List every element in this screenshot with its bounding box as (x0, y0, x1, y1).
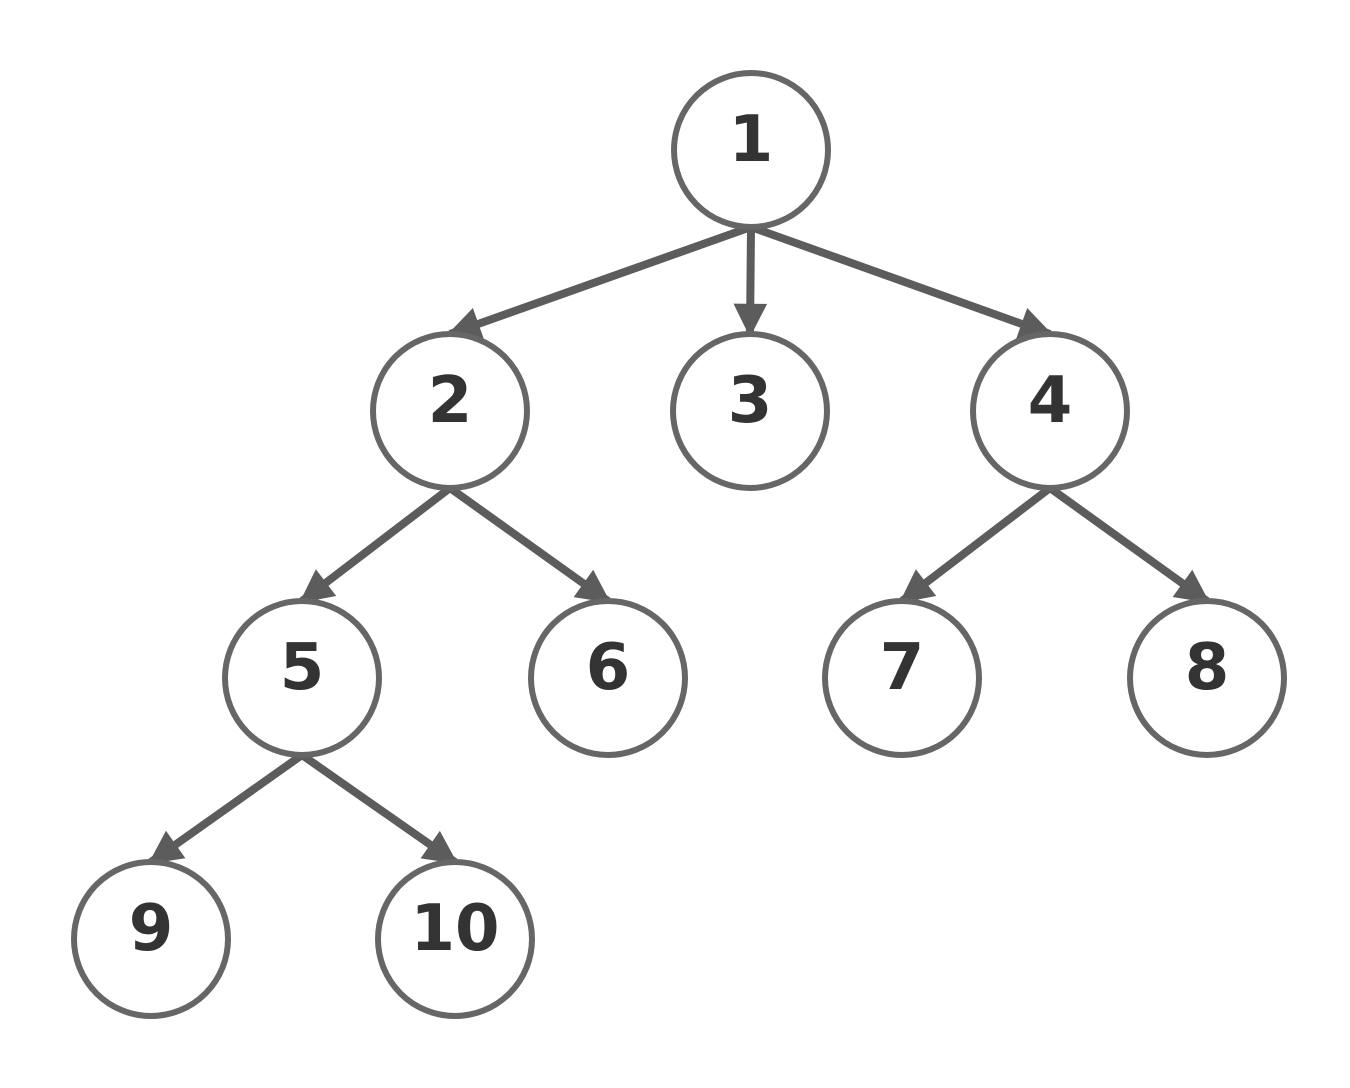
edge-4-7 (899, 484, 1053, 605)
node-label-3: 3 (728, 364, 773, 438)
node-circle-10 (375, 859, 535, 1019)
node-label-2: 2 (428, 364, 473, 438)
node-circle-9 (71, 859, 231, 1019)
edge-4-8 (1047, 484, 1210, 605)
edge-1-4 (749, 223, 1054, 340)
node-circle-1 (671, 70, 831, 230)
node-circle-7 (822, 598, 982, 758)
tree-node-9: 9 (71, 859, 231, 1019)
edge-5-9 (148, 751, 305, 866)
node-circle-4 (970, 331, 1130, 491)
node-circle-8 (1127, 598, 1287, 758)
node-label-10: 10 (410, 892, 499, 966)
node-label-8: 8 (1185, 631, 1230, 705)
node-circle-3 (670, 331, 830, 491)
tree-node-6: 6 (528, 598, 688, 758)
tree-node-2: 2 (370, 331, 530, 491)
node-circle-5 (222, 598, 382, 758)
tree-node-10: 10 (375, 859, 535, 1019)
node-label-4: 4 (1028, 364, 1073, 438)
tree-node-1: 1 (671, 70, 831, 230)
node-label-7: 7 (880, 631, 925, 705)
node-label-6: 6 (586, 631, 631, 705)
node-label-1: 1 (729, 103, 774, 177)
edge-2-6 (447, 484, 611, 605)
node-label-9: 9 (129, 892, 174, 966)
tree-node-7: 7 (822, 598, 982, 758)
edge-1-2 (446, 223, 753, 340)
tree-node-8: 8 (1127, 598, 1287, 758)
tree-node-3: 3 (670, 331, 830, 491)
edge-1-3 (733, 226, 768, 338)
node-circle-2 (370, 331, 530, 491)
node-circle-6 (528, 598, 688, 758)
edge-2-5 (299, 484, 453, 605)
tree-node-5: 5 (222, 598, 382, 758)
edge-5-10 (299, 751, 458, 866)
tree-node-4: 4 (970, 331, 1130, 491)
node-label-5: 5 (280, 631, 325, 705)
